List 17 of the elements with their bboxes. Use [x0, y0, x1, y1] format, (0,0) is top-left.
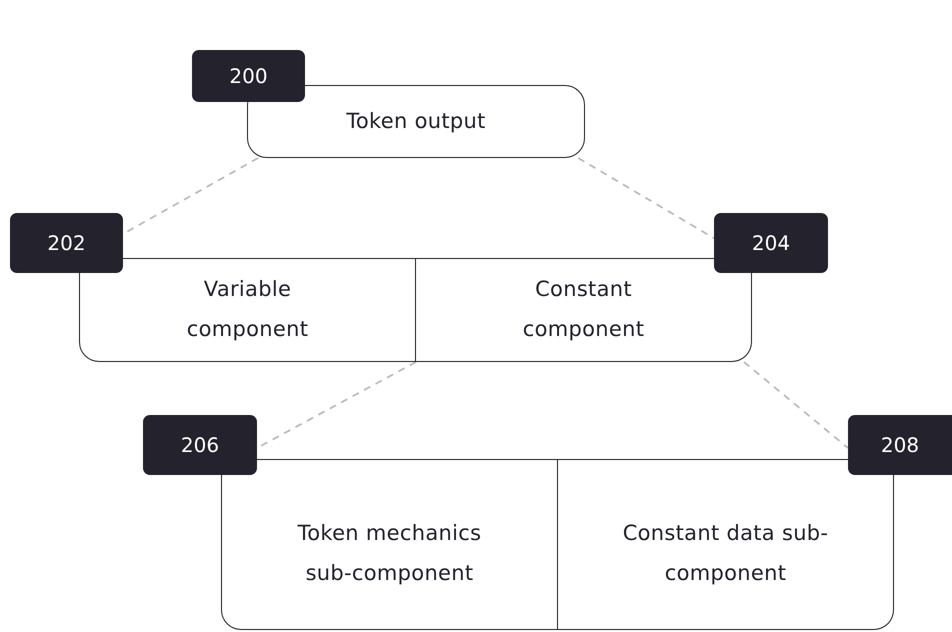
dashed-connector	[743, 361, 849, 449]
component-label: Token output	[345, 108, 487, 135]
component-label: Constant component	[522, 276, 646, 343]
component-box	[558, 459, 894, 630]
dashed-connector	[578, 157, 714, 239]
number-tag: 204	[714, 213, 828, 273]
component-box	[79, 258, 416, 362]
component-box	[247, 85, 585, 158]
number-tag: 206	[143, 415, 257, 475]
component-label: Constant data sub-component	[622, 520, 830, 586]
number-tag: 200	[192, 50, 305, 102]
number-tag: 208	[848, 415, 952, 475]
component-label: Token mechanics sub-component	[296, 520, 482, 586]
component-label: Variable component	[186, 276, 310, 343]
component-box	[416, 258, 752, 362]
number-tag: 202	[10, 213, 123, 273]
component-box	[221, 459, 558, 630]
